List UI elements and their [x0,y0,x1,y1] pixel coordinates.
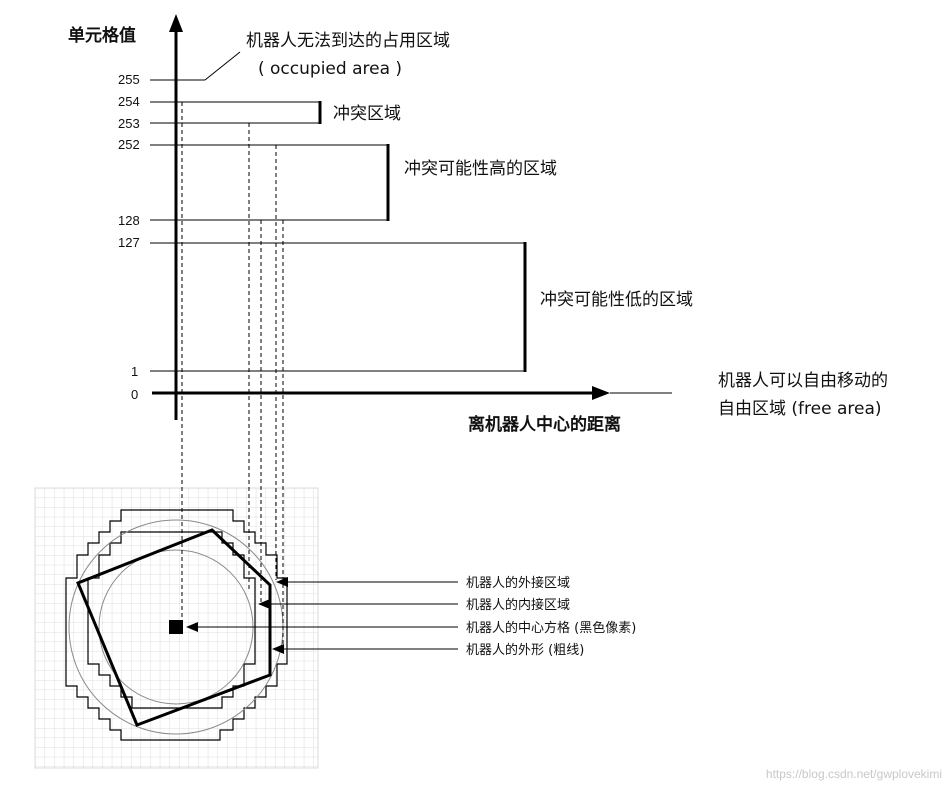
tick-1: 1 [131,364,138,379]
robot-center-cell [169,620,183,634]
arrow-center [186,622,198,632]
collision-label: 冲突区域 [333,104,401,124]
arrow-circumscribed [276,577,288,587]
low-label: 冲突可能性低的区域 [540,290,693,310]
high-label: 冲突可能性高的区域 [404,159,557,179]
y-axis-arrow [169,14,183,32]
projection-lines [181,102,284,648]
tick-253: 253 [118,116,140,131]
occupied-label-1: 机器人无法到达的占用区域 [246,31,450,51]
circumscribed-cells-outline [65,509,288,741]
arrow-inscribed [258,599,270,609]
x-axis-title: 离机器人中心的距离 [468,414,621,435]
free-label-1: 机器人可以自由移动的 [718,371,888,391]
occupied-label-2: ( occupied area ) [258,59,402,79]
x-axis-arrow [592,386,610,400]
tick-252: 252 [118,137,140,152]
legend-footprint: 机器人的外形 (粗线) [466,642,584,658]
watermark: https://blog.csdn.net/gwplovekimi [766,767,942,781]
robot-footprint [76,528,272,727]
occupied-leader [204,51,241,81]
free-label-2: 自由区域 (free area) [718,399,882,419]
arrow-footprint [272,644,284,654]
legend-center: 机器人的中心方格 (黑色像素) [466,620,636,636]
tick-255: 255 [118,72,140,87]
legend-circumscribed: 机器人的外接区域 [466,575,570,591]
legend-inscribed: 机器人的内接区域 [466,597,570,613]
y-axis-title: 单元格值 [68,25,136,46]
tick-0: 0 [131,387,138,402]
tick-128: 128 [118,213,140,228]
tick-127: 127 [118,235,140,250]
tick-254: 254 [118,94,140,109]
